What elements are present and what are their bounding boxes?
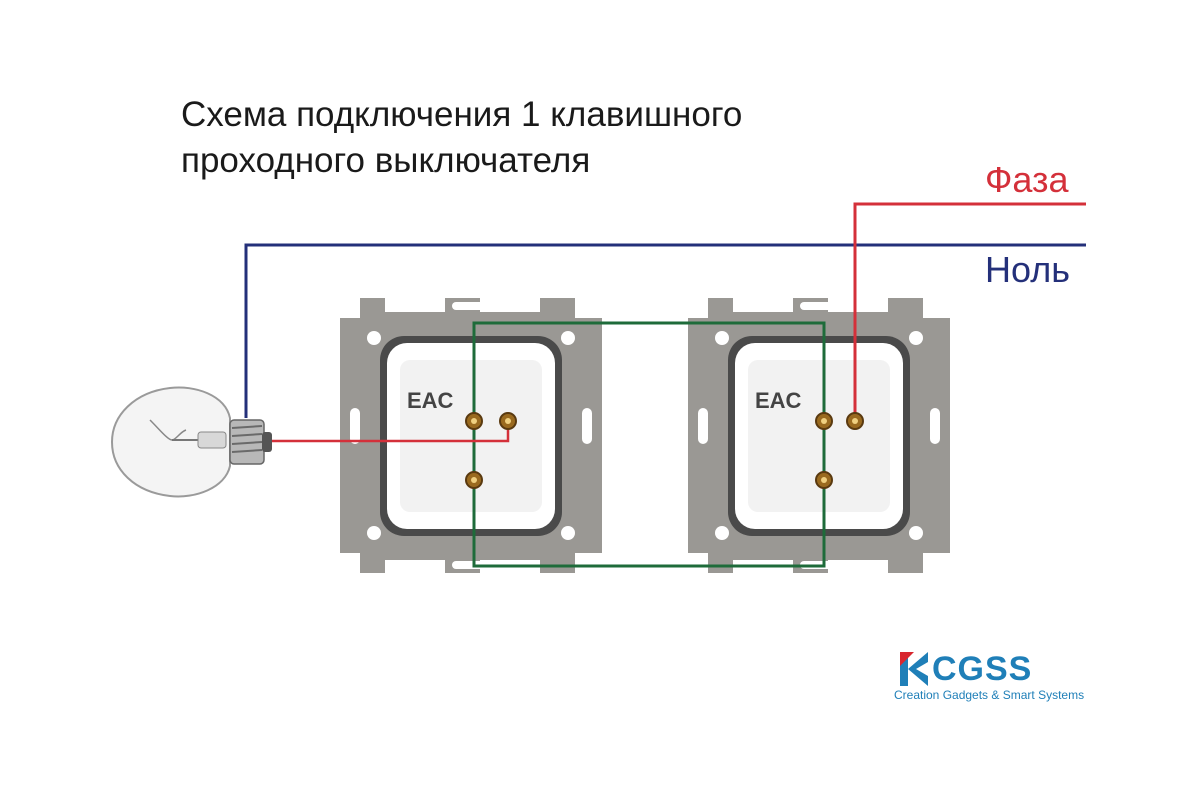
brand-name: CGSS — [932, 650, 1033, 688]
switch-right-terminals — [815, 412, 864, 489]
switch-right — [688, 298, 950, 573]
brand-mark-icon — [900, 652, 928, 686]
diagram-title: Схема подключения 1 клавишного проходног… — [181, 92, 742, 184]
neutral-wire — [244, 243, 1086, 418]
brand-logo: CGSS Creation Gadgets & Smart Systems — [894, 650, 1084, 705]
light-bulb-icon — [110, 386, 272, 498]
phase-label: Фаза — [985, 159, 1069, 200]
switch-left-terminals — [465, 412, 517, 489]
switch-left — [340, 298, 602, 573]
title-line-1: Схема подключения 1 клавишного — [181, 95, 743, 134]
switch-right-mark: EAC — [755, 388, 802, 413]
title-line-2: проходного выключателя — [181, 141, 591, 180]
neutral-label: Ноль — [985, 249, 1070, 290]
brand-tagline: Creation Gadgets & Smart Systems — [894, 688, 1085, 702]
switch-left-mark: EAC — [407, 388, 454, 413]
phase-wire — [853, 202, 1086, 420]
